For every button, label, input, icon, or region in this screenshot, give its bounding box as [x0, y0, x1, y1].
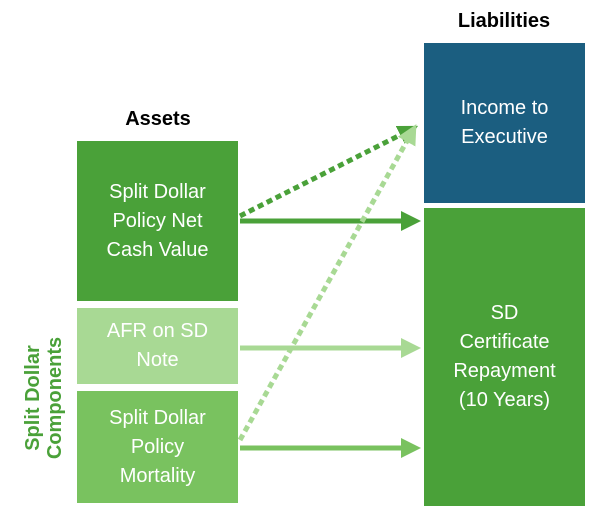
asset-box-mortality: Split Dollar Policy Mortality [77, 391, 238, 503]
assets-heading: Assets [125, 108, 191, 130]
liability-label-income-to-executive: Income to Executive [460, 97, 549, 148]
dashed-arrow-cash-value-to-income [238, 125, 419, 219]
liability-label-certificate-repayment: SD Certificate Repayment (10 Years) [453, 302, 556, 411]
asset-label-afr-note: AFR on SD Note [106, 320, 209, 371]
liability-box-income-to-executive: Income to Executive [424, 43, 585, 203]
asset-label-net-cash-value: Split Dollar Policy Net Cash Value [106, 180, 209, 261]
dashed-arrow-mortality-to-income [237, 124, 417, 442]
asset-label-mortality: Split Dollar Policy Mortality [109, 406, 206, 487]
asset-box-afr-note: AFR on SD Note [77, 308, 238, 384]
liabilities-heading: Liabilities [457, 10, 551, 32]
liability-box-certificate-repayment: SD Certificate Repayment (10 Years) [424, 208, 585, 506]
asset-box-net-cash-value: Split Dollar Policy Net Cash Value [77, 141, 238, 301]
